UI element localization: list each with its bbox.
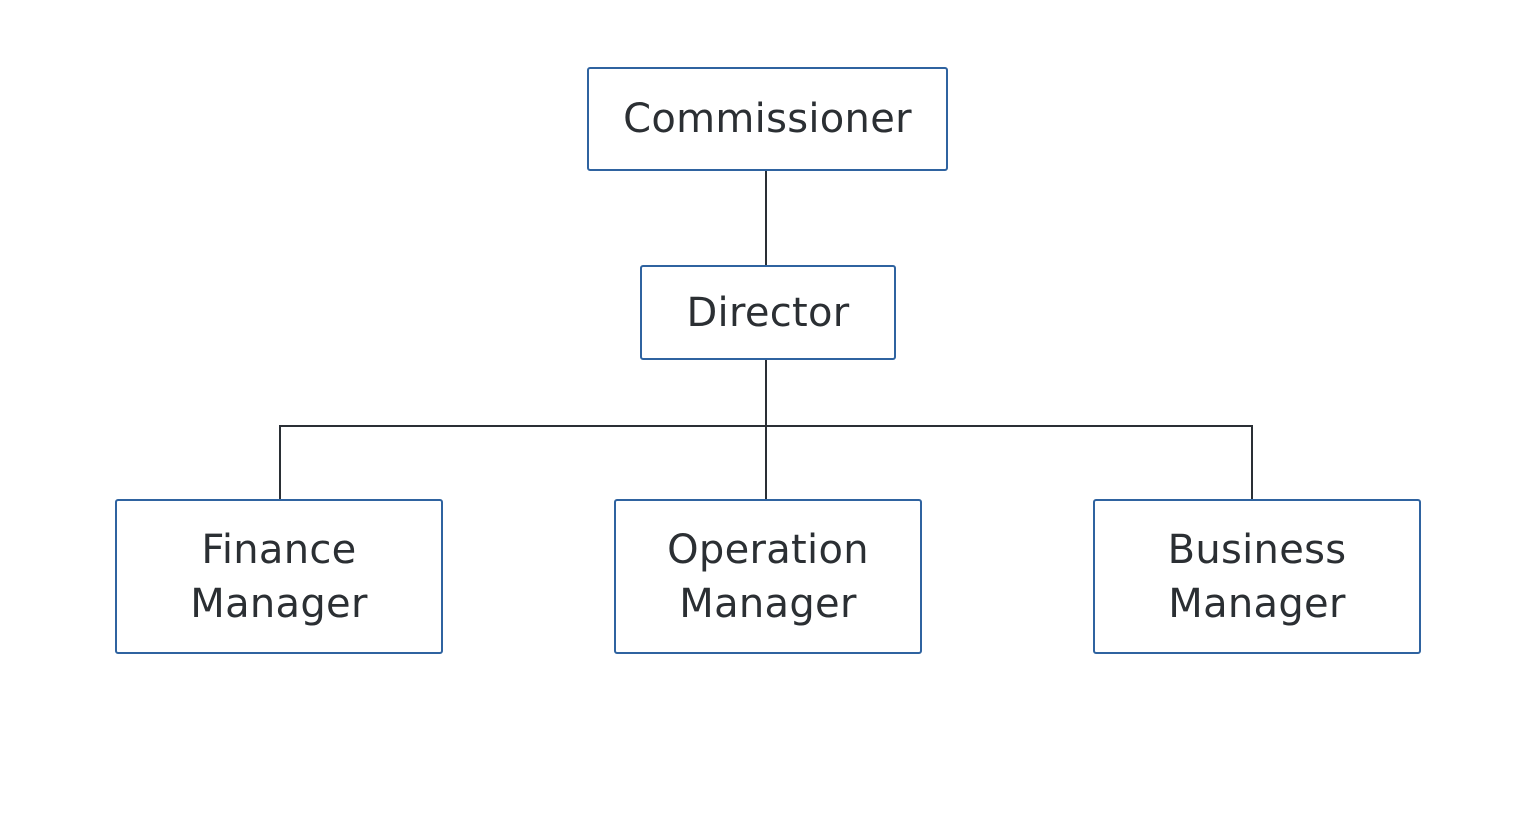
node-label-line-1: Business [1167,526,1347,573]
node-label-line-2: Manager [1168,580,1346,627]
node-label: Commissioner [623,96,912,142]
node-business-manager: Business Manager [1093,499,1421,654]
connector-commissioner-director [765,170,767,266]
connector-to-finance-manager [279,425,281,500]
connector-to-business-manager [1251,425,1253,500]
node-label: Director [686,289,850,336]
node-label-line-2: Manager [190,580,368,627]
connector-to-operation-manager [765,425,767,500]
node-label-line-1: Finance [201,526,357,573]
node-label-line-2: Manager [679,580,857,627]
node-operation-manager: Operation Manager [614,499,922,654]
connector-director-down [765,359,767,427]
node-director: Director [640,265,896,360]
node-finance-manager: Finance Manager [115,499,443,654]
node-label-line-1: Operation [667,526,869,573]
node-commissioner: Commissioner [587,67,948,171]
